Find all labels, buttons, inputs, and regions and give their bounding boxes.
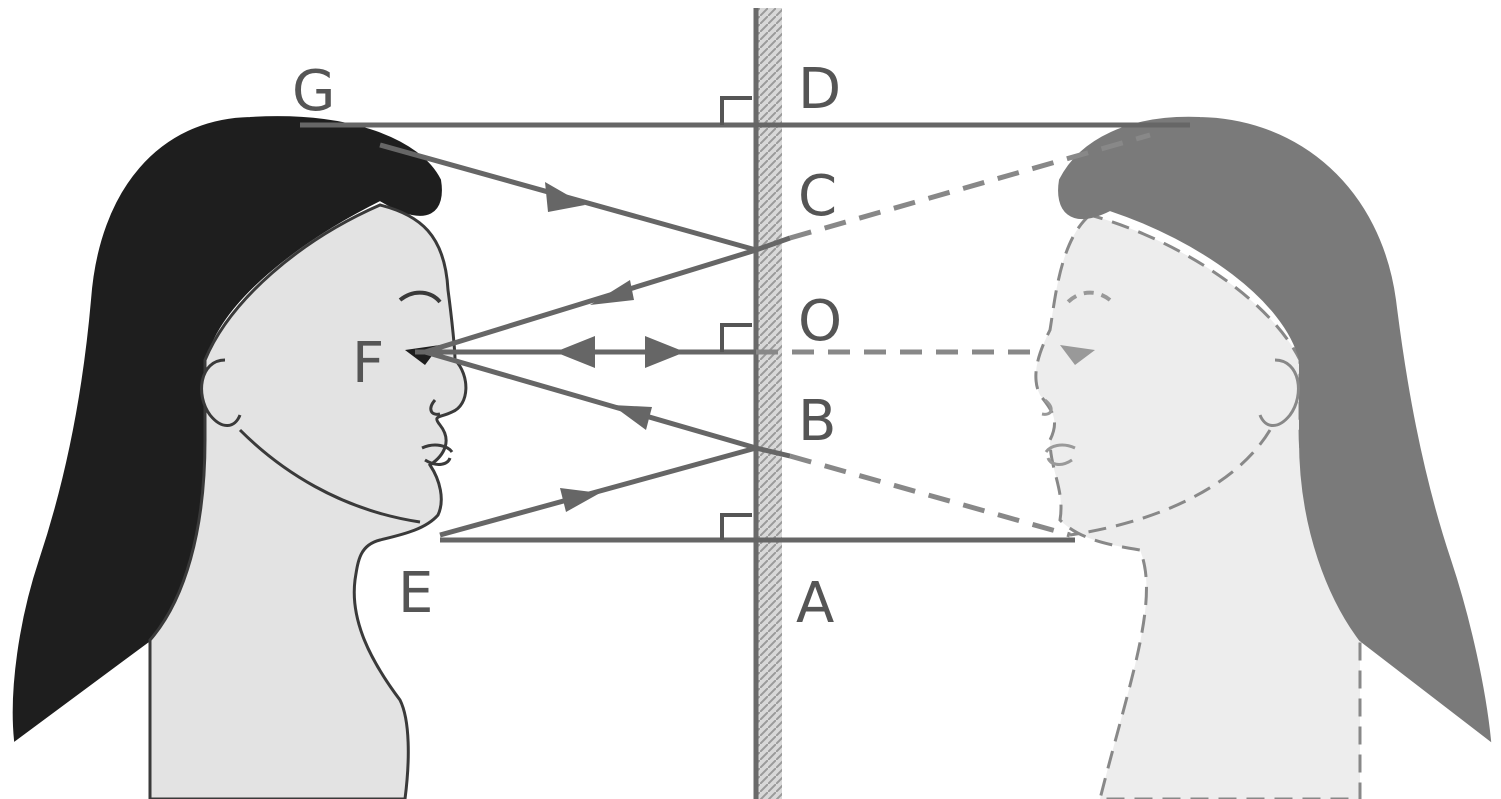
real-person	[14, 117, 466, 799]
label-F: F	[352, 331, 384, 396]
arrowhead-G-C	[545, 182, 585, 212]
label-D: D	[798, 57, 841, 122]
right-angle-A	[722, 515, 752, 540]
label-B: B	[798, 389, 836, 454]
right-angle-markers	[722, 98, 752, 540]
virtual-ray-B-to-image-chin	[790, 456, 1070, 535]
label-E: E	[398, 561, 433, 626]
label-G: G	[292, 59, 335, 124]
arrowhead-C-F	[590, 280, 634, 305]
right-angle-O	[722, 325, 752, 352]
arrowhead-F-O-left	[555, 336, 595, 368]
arrowhead-B-F	[612, 405, 652, 430]
label-C: C	[798, 164, 837, 229]
ray-C-to-F	[425, 250, 756, 352]
arrowhead-F-O-right	[645, 336, 685, 368]
label-O: O	[798, 289, 842, 354]
label-A: A	[796, 571, 834, 636]
arrowheads	[545, 182, 685, 512]
ray-F-to-B	[425, 352, 756, 448]
virtual-image-person	[1036, 118, 1490, 799]
ray-E-to-B	[440, 448, 756, 535]
right-angle-D	[722, 98, 752, 125]
